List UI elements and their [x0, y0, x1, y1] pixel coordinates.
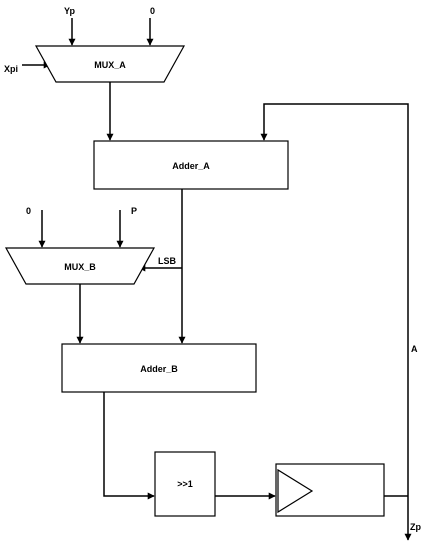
mux-a-label: MUX_A: [94, 60, 126, 70]
input-label-zero-a: 0: [150, 6, 155, 16]
mux-b-label: MUX_B: [64, 262, 96, 272]
lsb-label: LSB: [158, 256, 177, 266]
mux-a-block: [34, 45, 186, 83]
adder-b-block: [61, 343, 257, 393]
shifter-block: [154, 451, 216, 517]
input-label-yp: Yp: [64, 6, 76, 16]
register-buffer-icon: [277, 468, 314, 514]
input-label-zero-b: 0: [26, 206, 31, 216]
adder-a-label: Adder_A: [172, 161, 210, 171]
zp-label: Zp: [410, 522, 421, 532]
a-label: A: [411, 344, 418, 354]
shifter-label: >>1: [177, 479, 193, 489]
input-label-p: P: [131, 206, 137, 216]
adder-a-block: [93, 140, 289, 190]
input-label-xpi: Xpi: [4, 64, 18, 74]
wire-feedback-a: [260, 103, 409, 496]
adder-b-label: Adder_B: [140, 364, 178, 374]
mux-b-block: [4, 247, 156, 285]
wire-adder-b-to-shifter: [103, 392, 155, 500]
